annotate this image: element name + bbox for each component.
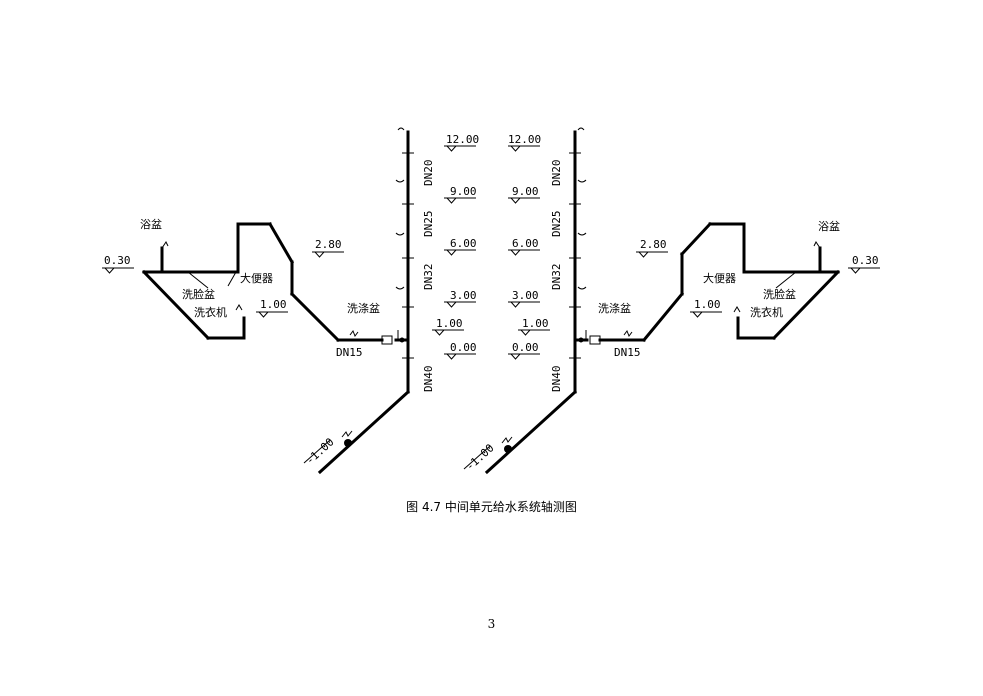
level-label: 1.00 bbox=[522, 317, 549, 330]
left-riser bbox=[317, 127, 414, 475]
sink-faucet-icon bbox=[349, 329, 359, 338]
size-label: DN25 bbox=[422, 211, 435, 238]
right-inlet-valve-icon bbox=[504, 445, 512, 453]
level-label: 0.30 bbox=[852, 254, 879, 267]
right-level-marks: 12.00 9.00 6.00 3.00 1.00 0.00 bbox=[508, 133, 550, 360]
branch-size-label: DN15 bbox=[336, 346, 363, 359]
bathtub-label: 浴盆 bbox=[818, 219, 840, 233]
level-label: 9.00 bbox=[450, 185, 477, 198]
washing-machine-faucet-icon bbox=[235, 304, 243, 311]
size-label: DN40 bbox=[550, 366, 563, 393]
level-label: 12.00 bbox=[508, 133, 541, 146]
level-label: 0.30 bbox=[104, 254, 131, 267]
size-label: DN40 bbox=[422, 366, 435, 393]
washing-machine-faucet-icon bbox=[733, 306, 741, 313]
washbasin-label: 洗脸盆 bbox=[763, 287, 796, 301]
level-label: 9.00 bbox=[512, 185, 539, 198]
level-label: 1.00 bbox=[436, 317, 463, 330]
size-label: DN32 bbox=[422, 264, 435, 291]
size-label: DN20 bbox=[550, 160, 563, 187]
right-branch: 洗涤盆 DN15 浴盆 洗脸盆 洗衣机 大便器 2.80 1.00 0.30 bbox=[573, 219, 880, 359]
washing-machine-label: 洗衣机 bbox=[194, 305, 227, 319]
level-label: 12.00 bbox=[446, 133, 479, 146]
level-label: 1.00 bbox=[694, 298, 721, 311]
left-pipe-size-labels: DN20 DN25 DN32 DN40 bbox=[422, 160, 435, 393]
level-label: 3.00 bbox=[450, 289, 477, 302]
right-pipe-size-labels: DN20 DN25 DN32 DN40 bbox=[550, 160, 563, 393]
bathtub-faucet-icon bbox=[161, 241, 169, 249]
toilet-label: 大便器 bbox=[703, 271, 736, 285]
size-label: DN25 bbox=[550, 211, 563, 238]
size-label: DN32 bbox=[550, 264, 563, 291]
toilet-label: 大便器 bbox=[240, 271, 273, 285]
level-label: 3.00 bbox=[512, 289, 539, 302]
page-number: 3 bbox=[487, 617, 496, 631]
bathtub-label: 浴盆 bbox=[140, 217, 162, 231]
level-label: 2.80 bbox=[315, 238, 342, 251]
size-label: DN20 bbox=[422, 160, 435, 187]
level-label: 1.00 bbox=[260, 298, 287, 311]
sink-label: 洗涤盆 bbox=[598, 301, 631, 315]
sink-faucet-icon bbox=[623, 329, 633, 338]
washbasin-label: 洗脸盆 bbox=[182, 287, 215, 301]
level-label: 2.80 bbox=[640, 238, 667, 251]
bathtub-faucet-icon bbox=[813, 241, 821, 249]
level-label: 0.00 bbox=[512, 341, 539, 354]
left-inlet-valve-icon bbox=[344, 439, 352, 447]
level-label: 6.00 bbox=[512, 237, 539, 250]
sink-label: 洗涤盆 bbox=[347, 301, 380, 315]
figure-caption: 图 4.7 中间单元给水系统轴测图 bbox=[406, 500, 577, 514]
level-label: 0.00 bbox=[450, 341, 477, 354]
right-riser bbox=[484, 127, 587, 475]
washing-machine-label: 洗衣机 bbox=[750, 305, 783, 319]
level-label: 6.00 bbox=[450, 237, 477, 250]
left-branch: 洗涤盆 DN15 浴盆 洗脸盆 洗衣机 大便器 2.80 1.00 0.30 bbox=[102, 217, 410, 359]
left-level-marks: 12.00 9.00 6.00 3.00 1.00 0.00 bbox=[432, 133, 479, 360]
branch-size-label: DN15 bbox=[614, 346, 641, 359]
